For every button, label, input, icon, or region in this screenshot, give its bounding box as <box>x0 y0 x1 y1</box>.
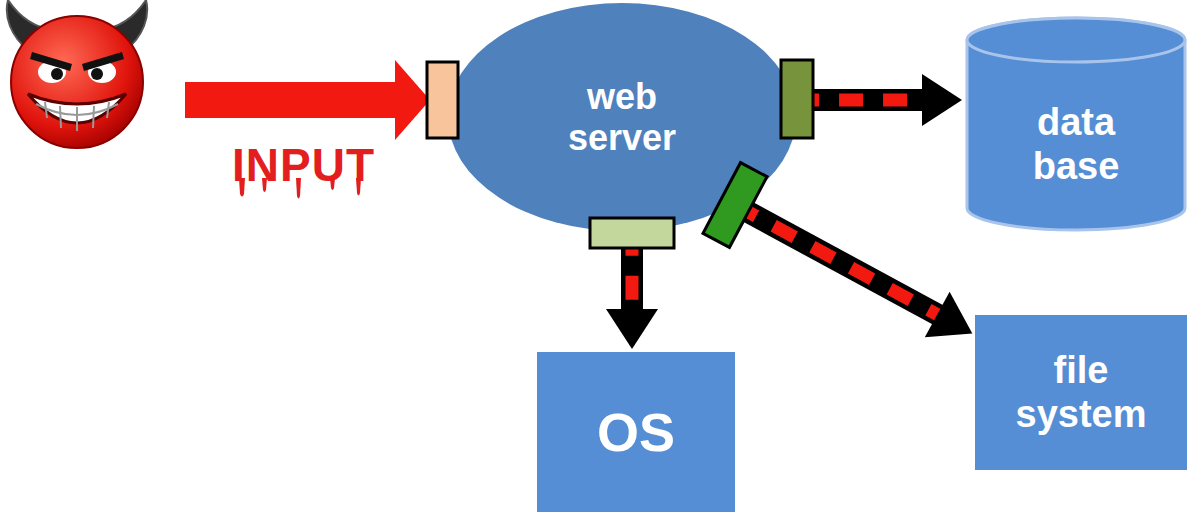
arrow-stripes <box>735 205 939 316</box>
fs-port <box>703 163 767 248</box>
database-cylinder: data base <box>965 18 1187 232</box>
input-port <box>427 62 458 138</box>
face <box>11 16 143 148</box>
input-label: INPUT <box>232 142 375 188</box>
devil-face <box>7 0 147 148</box>
striped-arrow <box>795 74 962 126</box>
striped-arrow <box>735 205 972 338</box>
arrow-shaft <box>735 205 939 316</box>
db-port <box>781 60 813 138</box>
arrow-shaft <box>621 232 643 311</box>
file-system-box: file system <box>975 315 1187 470</box>
striped-arrow <box>606 232 658 349</box>
node-label: file system <box>1016 349 1147 436</box>
node-label: OS <box>597 401 675 463</box>
arrow-head <box>925 292 973 338</box>
node-label: data base <box>1033 101 1120 188</box>
os-box: OS <box>537 352 735 512</box>
ellipse-outline <box>448 3 796 231</box>
pupil <box>51 68 63 80</box>
teeth <box>36 102 118 131</box>
cylinder-top <box>967 18 1185 62</box>
server-ellipse: web server <box>447 2 797 232</box>
arrow-stripes <box>795 94 924 107</box>
pupil <box>91 68 103 80</box>
node-label: web server <box>568 76 676 159</box>
arrow-head <box>606 309 658 349</box>
brow <box>82 52 124 71</box>
cylinder-body <box>967 18 1185 230</box>
arrow-stripes <box>626 232 639 311</box>
arrow-shaft <box>795 89 924 111</box>
arrow-head <box>922 74 962 126</box>
input-arrow <box>185 60 430 140</box>
brow <box>30 52 72 71</box>
os-port <box>590 218 674 248</box>
